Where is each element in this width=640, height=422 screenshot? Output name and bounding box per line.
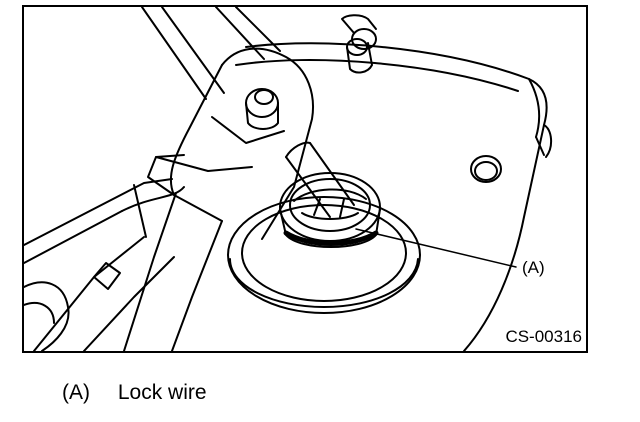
legend-item: (A) Lock wire — [62, 382, 207, 403]
lever-body — [123, 47, 314, 351]
diagram-frame: (A) CS-00316 — [22, 5, 588, 353]
legend-key: (A) — [62, 381, 90, 404]
boot-assembly — [227, 172, 421, 314]
top-bolt — [341, 14, 377, 74]
callout-leader-line — [355, 228, 517, 268]
figure-code: CS-00316 — [505, 327, 582, 346]
left-arm — [24, 178, 185, 351]
bolt-hole — [470, 155, 502, 183]
bolt-hole-inner — [474, 161, 498, 181]
cover-plate — [235, 42, 552, 351]
legend-label: Lock wire — [117, 381, 207, 404]
lever-head-bolt — [245, 88, 279, 130]
callout-label-a: (A) — [522, 258, 545, 277]
gearshift-lever-drawing — [24, 7, 552, 351]
